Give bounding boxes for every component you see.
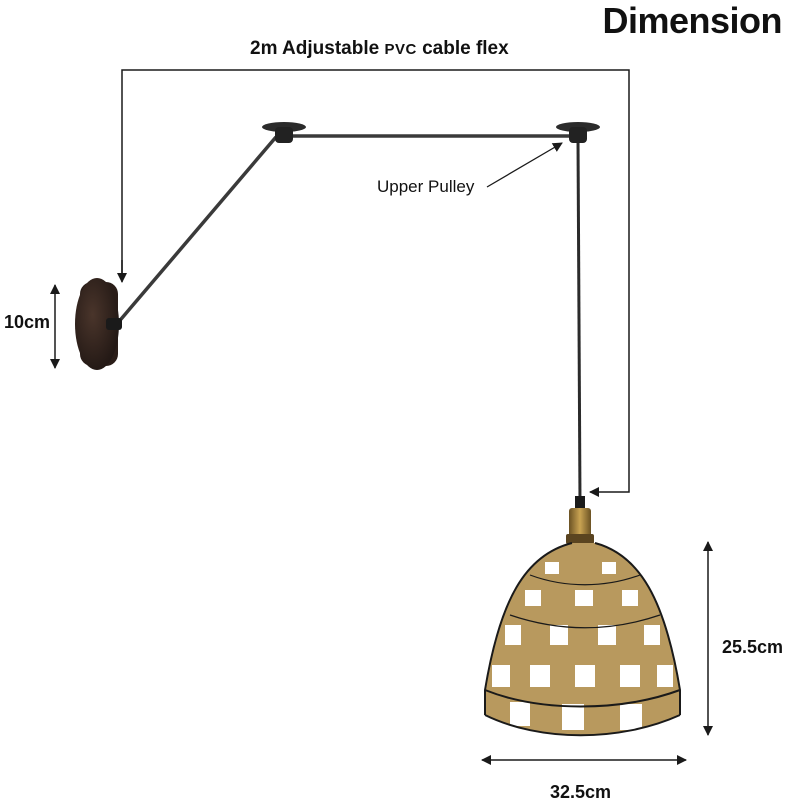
cable-label-pvc: PVC: [384, 41, 417, 58]
shade-width-label: 32.5cm: [550, 782, 612, 802]
cable-flex-label: 2m Adjustable PVC cable flex: [250, 38, 509, 60]
rope-lampshade: [484, 542, 681, 737]
diagram-title: Dimension: [602, 0, 782, 41]
cable-label-suffix: cable flex: [416, 38, 509, 59]
shade-height-label: 25.5cm: [722, 637, 784, 657]
canopy-height-label: 10cm: [4, 312, 51, 332]
upper-pulley-label: Upper Pulley: [377, 177, 475, 196]
upper-pulley: [556, 122, 600, 143]
cable-length-bracket: [121, 69, 630, 497]
upper-pulley-pointer: [486, 142, 563, 188]
wall-canopy: [75, 278, 122, 370]
drop-cable: [576, 139, 582, 503]
lamp-holder: [566, 496, 594, 544]
diagonal-arm-rod: [114, 135, 278, 327]
cable-label-prefix: 2m Adjustable: [250, 38, 385, 59]
left-pulley: [262, 122, 306, 143]
